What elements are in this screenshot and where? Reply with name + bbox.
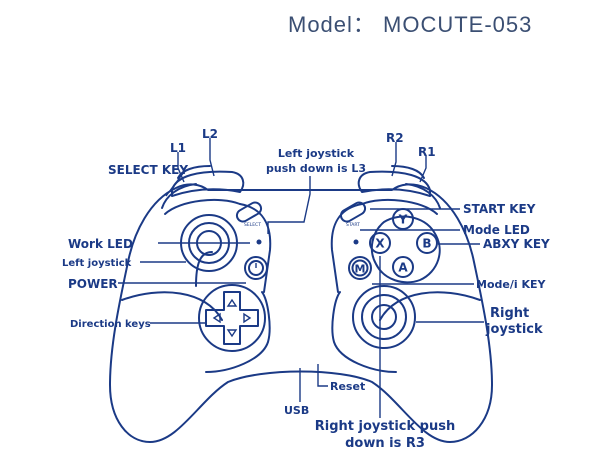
mode-led (353, 239, 359, 245)
left-shoulder-buttons (161, 165, 245, 209)
start-key-label: START KEY (463, 202, 536, 216)
abxy-key-label: ABXY KEY (483, 237, 550, 251)
start-button[interactable]: START (339, 200, 368, 228)
power-button[interactable] (244, 256, 268, 280)
mode-i-key-label: Mode/i KEY (476, 278, 546, 291)
usb-label: USB (284, 404, 309, 417)
right-joystick-label-1: Right (490, 306, 529, 321)
select-small-label: SELECT (244, 222, 261, 228)
model-title: Model： MOCUTE-053 (288, 12, 532, 37)
work-led (256, 239, 262, 245)
r1-bumper[interactable] (405, 183, 441, 209)
r2-trigger[interactable] (357, 170, 431, 197)
b-button-label: B (422, 237, 431, 251)
right-joystick-label-2: joystick (485, 322, 543, 337)
right-joystick[interactable] (352, 285, 416, 349)
power-label: POWER (68, 277, 118, 291)
right-joystick-push-label-2: down is R3 (345, 436, 425, 451)
left-joystick-push-label-2: push down is L3 (266, 162, 366, 175)
m-button-label: M (355, 263, 366, 276)
select-key-label: SELECT KEY (108, 163, 188, 177)
left-joystick-label: Left joystick (62, 258, 132, 269)
a-button-label: A (398, 261, 408, 275)
right-joystick-push-label-1: Right joystick push (315, 419, 455, 434)
start-small-label: START (346, 222, 360, 228)
x-button-label: X (375, 237, 385, 251)
l2-label: L2 (202, 127, 218, 141)
work-led-label: Work LED (68, 237, 133, 251)
select-button[interactable]: SELECT (235, 200, 264, 228)
r2-label: R2 (386, 131, 404, 145)
b-button[interactable]: B (416, 232, 438, 254)
y-button-label: Y (398, 213, 408, 227)
direction-pad[interactable] (198, 284, 266, 352)
l1-label: L1 (170, 141, 186, 155)
m-button[interactable]: M (348, 256, 372, 280)
direction-keys-label: Direction keys (70, 319, 151, 330)
mode-led-label: Mode LED (463, 223, 530, 237)
r1-label: R1 (418, 145, 436, 159)
l2-trigger[interactable] (171, 170, 245, 197)
leader-lines (118, 138, 484, 418)
callout-labels: L2 L1 SELECT KEY Left joystick push down… (62, 127, 550, 451)
left-joystick-push-label-1: Left joystick (278, 147, 355, 160)
l1-bumper[interactable] (161, 183, 197, 209)
y-button[interactable]: Y (392, 208, 414, 230)
x-button[interactable]: X (369, 232, 391, 254)
reset-label: Reset (330, 380, 365, 393)
a-button[interactable]: A (392, 256, 414, 278)
